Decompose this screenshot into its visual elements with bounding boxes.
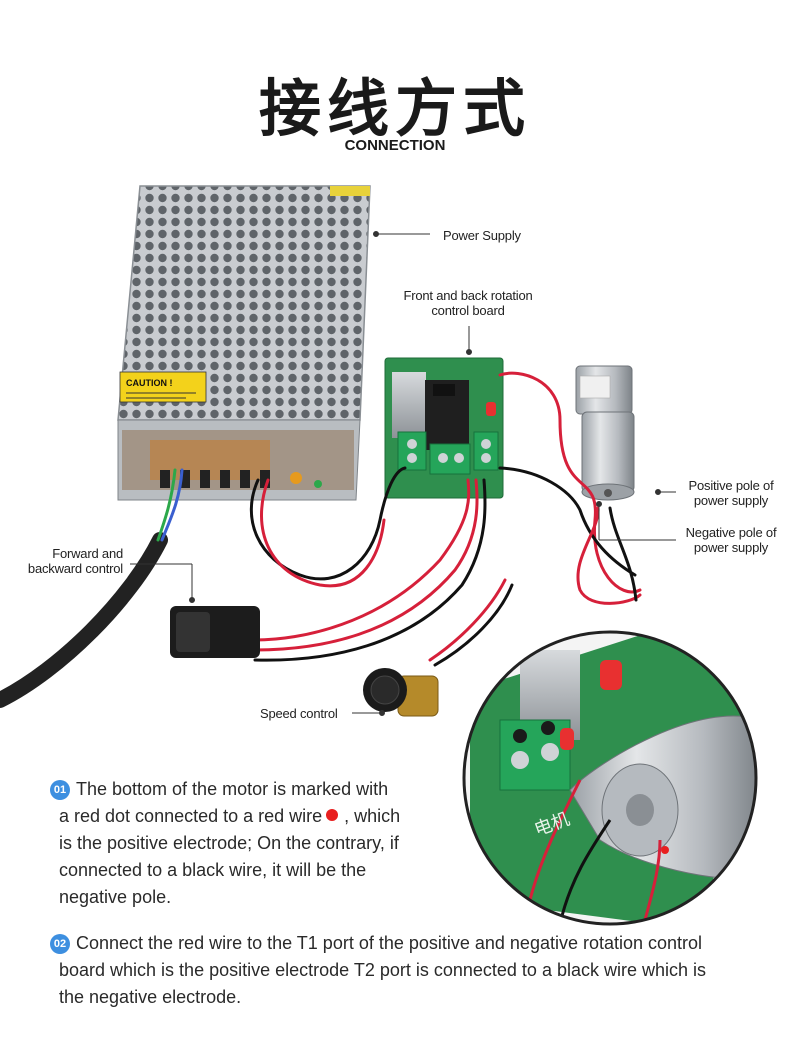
label-negative-pole-line2: power supply <box>693 540 769 555</box>
label-power-supply: Power Supply <box>443 228 521 243</box>
note-01-line2a: a red dot connected to a red wire <box>59 806 323 826</box>
zoom-detail-circle: 电机 <box>462 630 758 926</box>
note-02-line1: Connect the red wire to the T1 port of t… <box>76 933 703 953</box>
label-negative-pole: Negative pole of power supply <box>676 525 786 555</box>
label-rotation-board-line1: Front and back rotation <box>403 288 533 303</box>
power-supply <box>117 185 371 501</box>
caution-sticker: CAUTION ! <box>119 371 207 403</box>
note-01-line4: connected to a black wire, it will be th… <box>59 860 367 880</box>
forward-backward-switch <box>170 606 260 658</box>
note-01: 01 The bottom of the motor is marked with… <box>50 776 450 911</box>
page-subtitle: CONNECTION <box>344 137 446 154</box>
label-positive-pole: Positive pole of power supply <box>676 478 786 508</box>
note-01-line2b: , which <box>344 806 401 826</box>
caution-text: CAUTION ! <box>126 378 173 388</box>
label-speed-control: Speed control <box>260 706 338 721</box>
label-rotation-board-line2: control board <box>431 303 505 318</box>
label-forward-backward: Forward and backward control <box>6 546 123 576</box>
note-02: 02 Connect the red wire to the T1 port of… <box>50 930 770 1011</box>
note-01-line3: is the positive electrode; On the contra… <box>59 833 399 853</box>
note-02-line3: the negative electrode. <box>59 987 242 1007</box>
note-01-line5: negative pole. <box>59 887 172 907</box>
red-dot-icon <box>326 809 339 821</box>
motor <box>575 365 635 501</box>
control-board <box>384 357 504 499</box>
note-02-badge: 02 <box>50 934 70 954</box>
label-positive-pole-line2: power supply <box>693 493 769 508</box>
label-negative-pole-line1: Negative pole of <box>685 525 777 540</box>
label-forward-backward-line1: Forward and <box>52 546 123 561</box>
note-02-line2: board which is the positive electrode T2… <box>59 960 706 980</box>
page-title: 接线方式 <box>258 72 531 145</box>
label-rotation-board: Front and back rotation control board <box>380 288 556 318</box>
leader-lines <box>130 231 676 716</box>
note-01-line1: The bottom of the motor is marked with <box>76 779 389 799</box>
speed-potentiometer <box>363 668 439 717</box>
wires <box>0 371 642 708</box>
label-forward-backward-line2: backward control <box>27 561 123 576</box>
label-positive-pole-line1: Positive pole of <box>688 478 774 493</box>
note-01-badge: 01 <box>50 780 70 800</box>
